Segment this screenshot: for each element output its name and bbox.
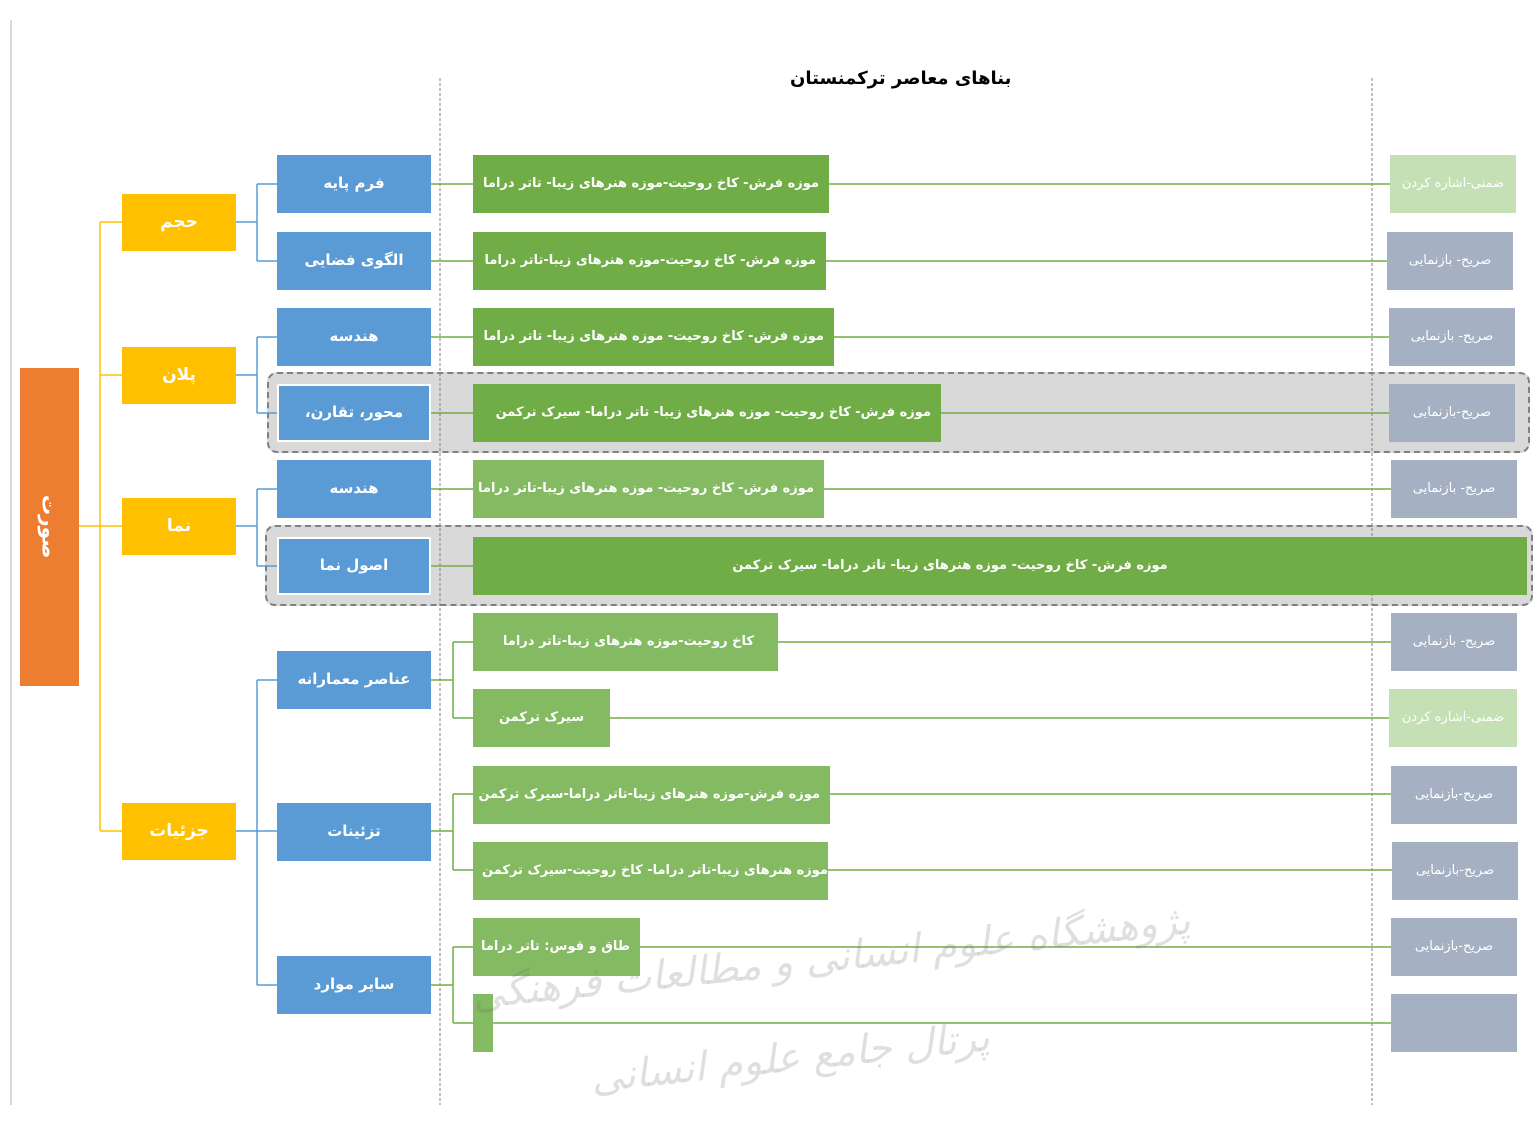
buildings-architectural-elements-2: سیرک ترکمن (473, 689, 610, 747)
method-architectural-elements-2: ضمنی-اشاره کردن (1389, 689, 1517, 747)
method-axis-symmetry: صریح-بازنمایی (1389, 384, 1515, 442)
buildings-axis-symmetry: موزه فرش- کاخ روحیت- موزه هنرهای زیبا- ت… (473, 384, 941, 442)
category-plan: پلان (122, 347, 236, 404)
buildings-architectural-elements-1: کاخ روحیت-موزه هنرهای زیبا-تاتر دراما (473, 613, 778, 671)
subcategory-other-items: سایر موارد (277, 956, 431, 1014)
subcategory-base-form: فرم پایه (277, 155, 431, 213)
category-volume: حجم (122, 194, 236, 251)
subcategory-spatial-pattern: الگوی فضایی (277, 232, 431, 290)
method-other-items-1: صریح-بازنمایی (1391, 918, 1517, 976)
subcategory-axis-symmetry: محور، تقارن، (277, 384, 431, 442)
subcategory-facade-geometry: هندسه (277, 460, 431, 518)
buildings-facade-principles: موزه فرش- کاخ روحیت- موزه هنرهای زیبا- ت… (473, 537, 1527, 595)
diagram-title: بناهای معاصر ترکمنستان (790, 68, 1012, 89)
left-border-line (10, 20, 12, 1105)
subcategory-architectural-elements: عناصر معمارانه (277, 651, 431, 709)
subcategory-ornaments: تزئینات (277, 803, 431, 861)
buildings-ornaments-1: موزه فرش-موزه هنرهای زیبا-تاتر دراما-سیر… (473, 766, 830, 824)
buildings-other-items-2 (473, 994, 493, 1052)
buildings-facade-principles-label: موزه فرش- کاخ روحیت- موزه هنرهای زیبا- ت… (732, 557, 1168, 573)
buildings-base-form: موزه فرش- کاخ روحیت-موزه هنرهای زیبا- تا… (473, 155, 829, 213)
root-node: صورت (20, 368, 79, 686)
method-architectural-elements-1: صریح- بازنمایی (1391, 613, 1517, 671)
buildings-facade-geometry: موزه فرش- کاخ روحیت- موزه هنرهای زیبا-تا… (473, 460, 824, 518)
method-other-items-2 (1391, 994, 1517, 1052)
buildings-plan-geometry: موزه فرش- کاخ روحیت- موزه هنرهای زیبا- ت… (473, 308, 834, 366)
buildings-other-items-1: طاق و قوس: تاتر دراما (473, 918, 640, 976)
subcategory-facade-principles: اصول نما (277, 537, 431, 595)
method-facade-geometry: صریح- بازنمایی (1391, 460, 1517, 518)
method-base-form: ضمنی-اشاره کردن (1390, 155, 1516, 213)
subcategory-plan-geometry: هندسه (277, 308, 431, 366)
buildings-ornaments-2: موزه هنرهای زیبا-تاتر دراما- کاخ روحیت-س… (473, 842, 828, 900)
method-ornaments-2: صریح-بازنمایی (1392, 842, 1518, 900)
category-details: جزئیات (122, 803, 236, 860)
method-plan-geometry: صریح- بازنمایی (1389, 308, 1515, 366)
buildings-spatial-pattern: موزه فرش- کاخ روحیت-موزه هنرهای زیبا-تات… (473, 232, 826, 290)
category-facade: نما (122, 498, 236, 555)
root-label: صورت (37, 495, 62, 559)
method-ornaments-1: صریح-بازنمایی (1391, 766, 1517, 824)
method-spatial-pattern: صریح- بازنمایی (1387, 232, 1513, 290)
